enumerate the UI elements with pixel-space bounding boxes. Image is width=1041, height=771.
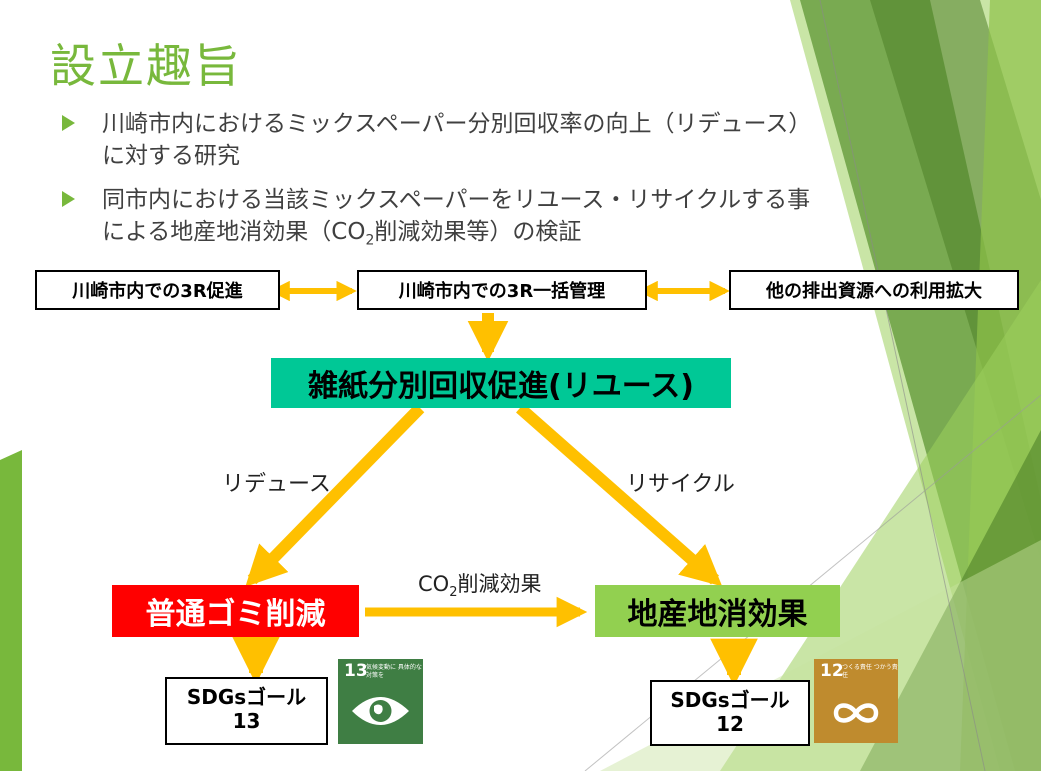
box-resource-expansion: 他の排出資源への利用拡大 — [729, 270, 1019, 310]
arrow-to-recycle — [516, 403, 723, 587]
bullet-item: 川崎市内におけるミックスペーパー分別回収率の向上（リデュース）に対する研究 — [62, 108, 822, 172]
sdg-goal-13-line1: SDGsゴール — [186, 685, 307, 709]
bullet-arrow-icon — [62, 115, 75, 131]
bullet-text-pre: 同市内における当該ミックスペーパーをリユース・リサイクルする事による地産地消効果… — [102, 187, 811, 245]
bullet-arrow-icon — [62, 191, 75, 207]
box-local-consumption: 地産地消効果 — [595, 585, 840, 637]
sdg-goal-13-box: SDGsゴール 13 — [165, 677, 328, 745]
arrow-to-reduce — [245, 403, 425, 587]
sdg13-number: 13 — [344, 661, 368, 681]
box-paper-collection: 雑紙分別回収促進(リユース) — [271, 358, 731, 408]
bullet-list: 川崎市内におけるミックスペーパー分別回収率の向上（リデュース）に対する研究 同市… — [62, 108, 822, 269]
sdg13-caption: 気候変動に 具体的な対策を — [366, 664, 422, 679]
bullet-text-post: 削減効果等）の検証 — [374, 219, 582, 245]
bullet-text-sub: 2 — [365, 232, 375, 249]
box-waste-reduction: 普通ゴミ削減 — [112, 585, 359, 637]
box-3r-promotion: 川崎市内での3R促進 — [35, 270, 280, 310]
responsible-consumption-infinity-icon: 12 つくる責任 つかう責任 — [814, 659, 898, 743]
sdg12-number: 12 — [820, 661, 844, 681]
climate-action-eye-icon: 13 気候変動に 具体的な対策を — [338, 659, 423, 744]
bullet-text: 川崎市内におけるミックスペーパー分別回収率の向上（リデュース）に対する研究 — [102, 111, 812, 169]
sdg-goal-12-line1: SDGsゴール — [670, 688, 790, 712]
sdg-goal-13-line2: 13 — [232, 709, 261, 733]
sdg-goal-12-line2: 12 — [716, 712, 744, 736]
box-3r-management: 川崎市内での3R一括管理 — [357, 270, 647, 310]
bullet-item: 同市内における当該ミックスペーパーをリユース・リサイクルする事による地産地消効果… — [62, 184, 822, 257]
label-recycle: リサイクル — [626, 472, 735, 497]
sdg-goal-12-box: SDGsゴール 12 — [650, 680, 810, 746]
co2-post: 削減効果 — [457, 572, 542, 596]
label-co2-reduction: CO2削減効果 — [418, 568, 541, 600]
sdg12-caption: つくる責任 つかう責任 — [842, 664, 898, 679]
label-reduce: リデュース — [222, 472, 331, 497]
co2-pre: CO — [418, 572, 450, 596]
slide-title: 設立趣旨 — [50, 39, 242, 93]
co2-sub: 2 — [449, 585, 458, 601]
